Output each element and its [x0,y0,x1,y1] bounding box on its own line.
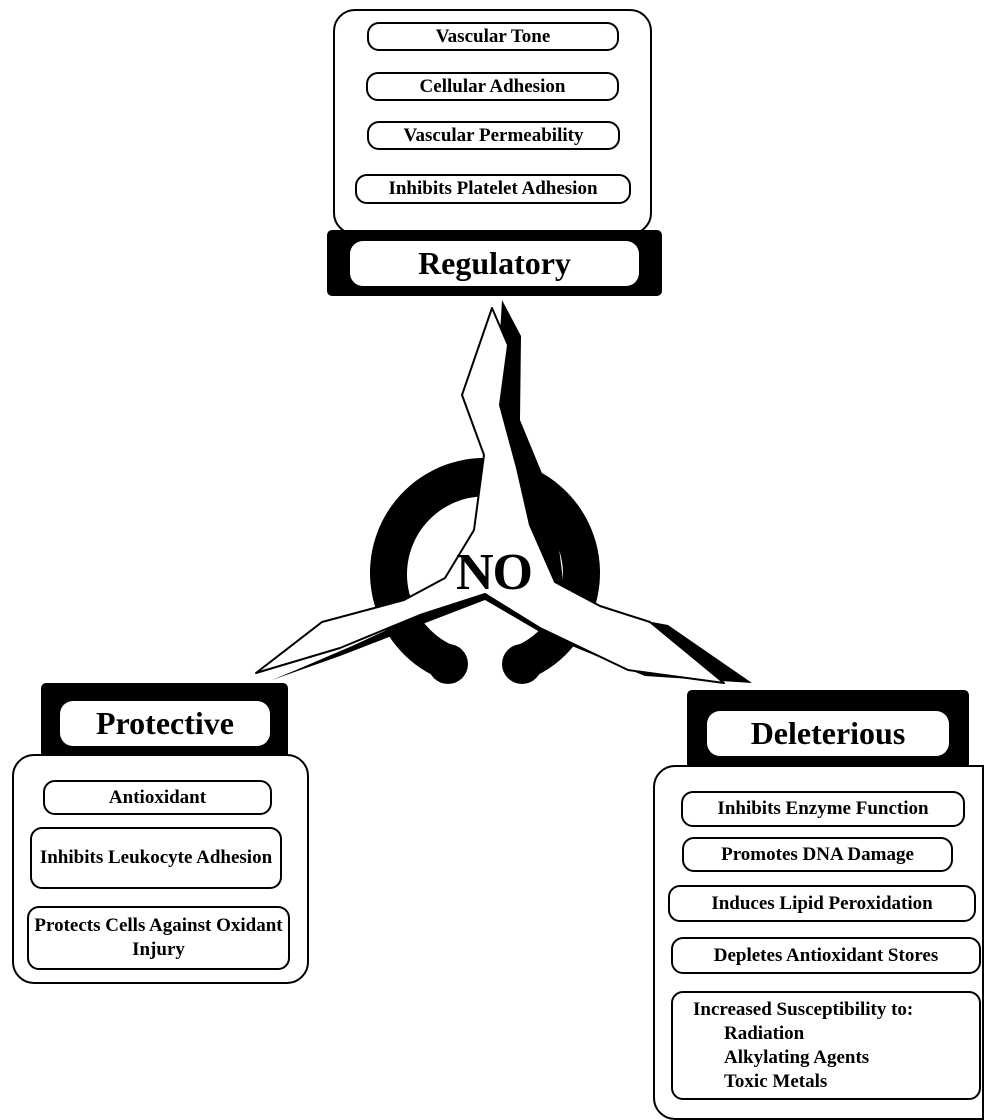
deleterious-susceptibility-list: Increased Susceptibility to: Radiation A… [693,998,913,1094]
susceptibility-item-alkylating-agents: Alkylating Agents [724,1047,870,1068]
protective-item-inhibits-leukocyte-adhesion: Inhibits Leukocyte Adhesion [30,827,282,889]
regulatory-title: Regulatory [350,241,639,286]
center-no-label: NO [456,544,533,601]
arms-shape [255,307,725,684]
deleterious-item-inhibits-enzyme-function: Inhibits Enzyme Function [681,791,965,827]
ring-cap-left [428,644,468,684]
deleterious-item-induces-lipid-peroxidation: Induces Lipid Peroxidation [668,885,976,922]
deleterious-title: Deleterious [707,711,949,756]
regulatory-item-vascular-permeability: Vascular Permeability [367,121,620,150]
susceptibility-heading: Increased Susceptibility to: [693,999,914,1020]
protective-title: Protective [60,701,270,746]
regulatory-item-vascular-tone: Vascular Tone [367,22,619,51]
ring-cap-right [502,644,542,684]
deleterious-susceptibility-box [671,991,981,1100]
susceptibility-item-radiation: Radiation [724,1023,805,1044]
deleterious-item-depletes-antioxidant-stores: Depletes Antioxidant Stores [671,937,981,974]
deleterious-item-promotes-dna-damage: Promotes DNA Damage [682,837,953,872]
susceptibility-item-toxic-metals: Toxic Metals [724,1071,828,1092]
regulatory-item-inhibits-platelet-adhesion: Inhibits Platelet Adhesion [355,174,631,204]
protective-item-protects-cells: Protects Cells Against Oxidant Injury [27,906,290,970]
protective-item-antioxidant: Antioxidant [43,780,272,815]
regulatory-item-cellular-adhesion: Cellular Adhesion [366,72,619,101]
